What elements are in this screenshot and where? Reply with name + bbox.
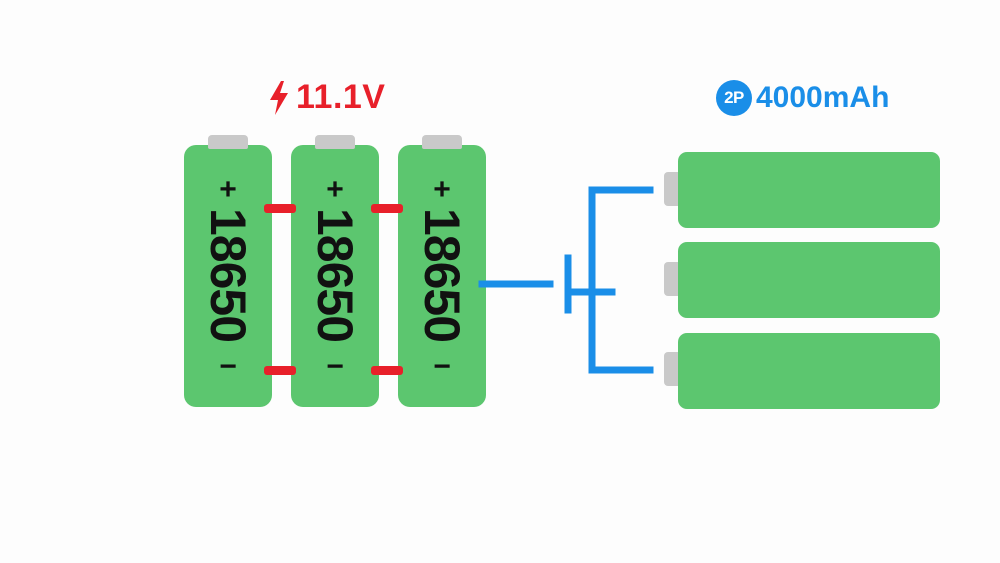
- parallel-badge: 2P: [716, 80, 752, 116]
- positive-sign: +: [219, 173, 237, 206]
- voltage-label: 11.1V: [268, 78, 385, 117]
- negative-sign: −: [433, 350, 451, 383]
- parallel-cell-1: [678, 152, 940, 228]
- series-link-top-2: [371, 204, 403, 213]
- voltage-value: 11.1V: [296, 78, 386, 116]
- parallel-cell-cap-1: [664, 172, 680, 206]
- parallel-cell-cap-2: [664, 262, 680, 296]
- capacity-label: 2P 4000mAh: [716, 80, 889, 116]
- series-cell-2: + 18650 −: [291, 135, 379, 407]
- negative-sign: −: [219, 350, 237, 383]
- series-link-top-1: [264, 204, 296, 213]
- lightning-bolt-icon: [270, 80, 288, 115]
- positive-sign: +: [433, 173, 451, 206]
- positive-sign: +: [326, 173, 344, 206]
- parallel-cell-cap-3: [664, 352, 680, 386]
- series-cell-3: + 18650 −: [398, 135, 486, 407]
- parallel-cell-3: [678, 333, 940, 409]
- parallel-cell-2: [678, 242, 940, 318]
- series-link-bottom-1: [264, 366, 296, 375]
- capacity-value: 4000mAh: [756, 81, 890, 114]
- series-link-bottom-2: [371, 366, 403, 375]
- series-cell-1: + 18650 −: [184, 135, 272, 407]
- cell-terminal-cap: [315, 135, 355, 149]
- cell-terminal-cap: [208, 135, 248, 149]
- negative-sign: −: [326, 350, 344, 383]
- cell-terminal-cap: [422, 135, 462, 149]
